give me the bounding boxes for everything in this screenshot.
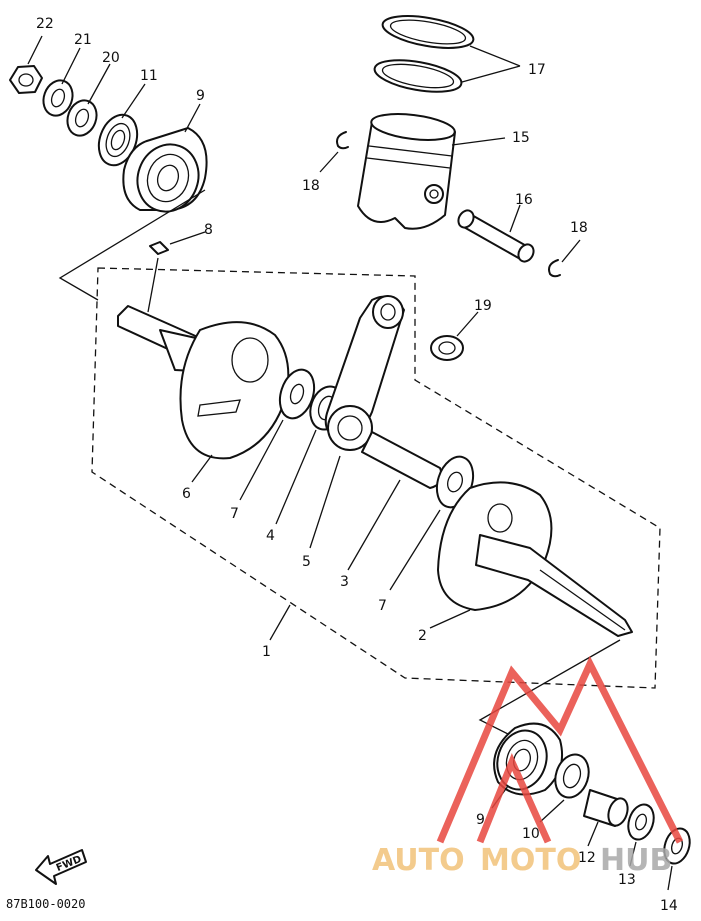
watermark-text-auto: AUTO [372, 843, 465, 878]
part-labels: 22 21 20 11 9 8 17 15 18 16 18 19 6 7 4 … [36, 16, 678, 914]
woodruff-key-8 [147, 231, 206, 313]
piston-rings-17 [373, 15, 521, 93]
watermark-text-hub: HUB [600, 843, 672, 878]
bearing-9-top [122, 127, 208, 213]
washer-7-left [239, 368, 316, 501]
label-18-right: 18 [570, 220, 588, 236]
watermark-logo: AUTO MOTO HUB [372, 655, 684, 878]
leader-item-1 [269, 604, 291, 641]
label-6: 6 [182, 486, 191, 502]
spacer-12 [583, 789, 629, 847]
label-7-left: 7 [230, 506, 239, 522]
label-17: 17 [528, 62, 546, 78]
label-13: 13 [618, 872, 636, 888]
piston-pin-16 [457, 204, 535, 263]
nut-14 [663, 827, 691, 891]
label-15: 15 [512, 130, 530, 146]
label-4: 4 [266, 528, 275, 544]
needle-bearing-19 [430, 311, 479, 361]
label-21: 21 [74, 32, 92, 48]
leader-lines-top-left [27, 35, 206, 301]
connecting-rod-5 [309, 295, 405, 549]
label-20: 20 [102, 50, 120, 66]
watermark-triangle-icon [436, 655, 684, 844]
label-12: 12 [578, 850, 596, 866]
label-9-bottom: 9 [476, 812, 485, 828]
nut-22 [9, 65, 43, 94]
label-11: 11 [140, 68, 158, 84]
circlip-18-left [319, 131, 349, 173]
washer-20 [66, 99, 98, 137]
label-5: 5 [302, 554, 311, 570]
label-7-right: 7 [378, 598, 387, 614]
label-9-top: 9 [196, 88, 205, 104]
diagram-code: 87B100-0020 [6, 897, 85, 911]
circlip-18-right [548, 239, 581, 278]
label-8: 8 [204, 222, 213, 238]
label-1: 1 [262, 644, 271, 660]
assembly-outline [91, 267, 661, 689]
watermark-text-moto: MOTO [480, 843, 581, 878]
label-16: 16 [515, 192, 533, 208]
label-10: 10 [522, 826, 540, 842]
label-3: 3 [340, 574, 349, 590]
label-14: 14 [660, 898, 678, 914]
washer-13 [627, 803, 655, 867]
label-22: 22 [36, 16, 54, 32]
oil-seal-11 [97, 113, 139, 167]
oil-seal-10 [539, 753, 590, 823]
crank-pin-3 [347, 431, 443, 571]
label-18-left: 18 [302, 178, 320, 194]
crank-half-2 [429, 481, 633, 637]
label-2: 2 [418, 628, 427, 644]
piston-15 [357, 113, 506, 230]
fwd-arrow-icon: FWD [35, 849, 87, 885]
crank-half-6 [117, 305, 290, 483]
label-19: 19 [474, 298, 492, 314]
